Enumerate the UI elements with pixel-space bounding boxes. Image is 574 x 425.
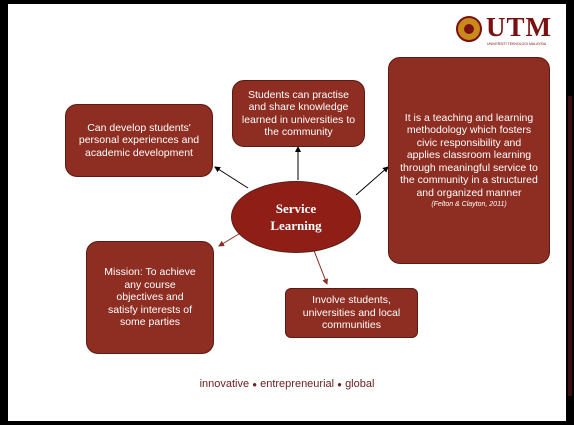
node-right-citation: (Felton & Clayton, 2011) — [431, 201, 507, 209]
node-bottom-left-text: Mission: To achieve any course objective… — [104, 266, 196, 329]
arrow-to-right — [355, 166, 389, 196]
arrow-to-top-left — [214, 166, 249, 189]
utm-logo: UTM UNIVERSITI TEKNOLOGI MALAYSIA — [456, 12, 556, 52]
footer-word-innovative: innovative — [199, 378, 250, 390]
node-bottom-right-text: Involve students, universities and local… — [302, 294, 401, 332]
node-top-middle: Students can practise and share knowledg… — [232, 80, 365, 147]
node-top-left-text: Can develop students' personal experienc… — [78, 121, 200, 159]
logo-text: UTM — [486, 12, 552, 42]
node-right-text: It is a teaching and learning methodolog… — [400, 111, 538, 199]
center-node-service-learning: Service Learning — [231, 181, 361, 253]
node-bottom-right: Involve students, universities and local… — [285, 288, 418, 338]
scrollbar-thumb[interactable] — [568, 96, 572, 396]
footer-separator-dot: ● — [337, 380, 342, 389]
logo-subtext: UNIVERSITI TEKNOLOGI MALAYSIA — [487, 42, 547, 46]
node-bottom-left: Mission: To achieve any course objective… — [86, 241, 214, 354]
center-line1: Service — [275, 201, 317, 216]
footer-word-global: global — [345, 378, 375, 390]
center-line2: Learning — [270, 218, 322, 233]
footer-tagline: innovative ● entrepreneurial ● global — [0, 378, 574, 390]
node-top-left: Can develop students' personal experienc… — [65, 104, 213, 177]
footer-word-entrepreneurial: entrepreneurial — [260, 378, 335, 390]
node-top-middle-text: Students can practise and share knowledg… — [241, 88, 356, 139]
footer-separator-dot: ● — [252, 380, 258, 389]
arrow-to-bottom-right — [312, 247, 328, 285]
utm-emblem-icon — [456, 16, 482, 42]
node-right: It is a teaching and learning methodolog… — [388, 57, 550, 264]
